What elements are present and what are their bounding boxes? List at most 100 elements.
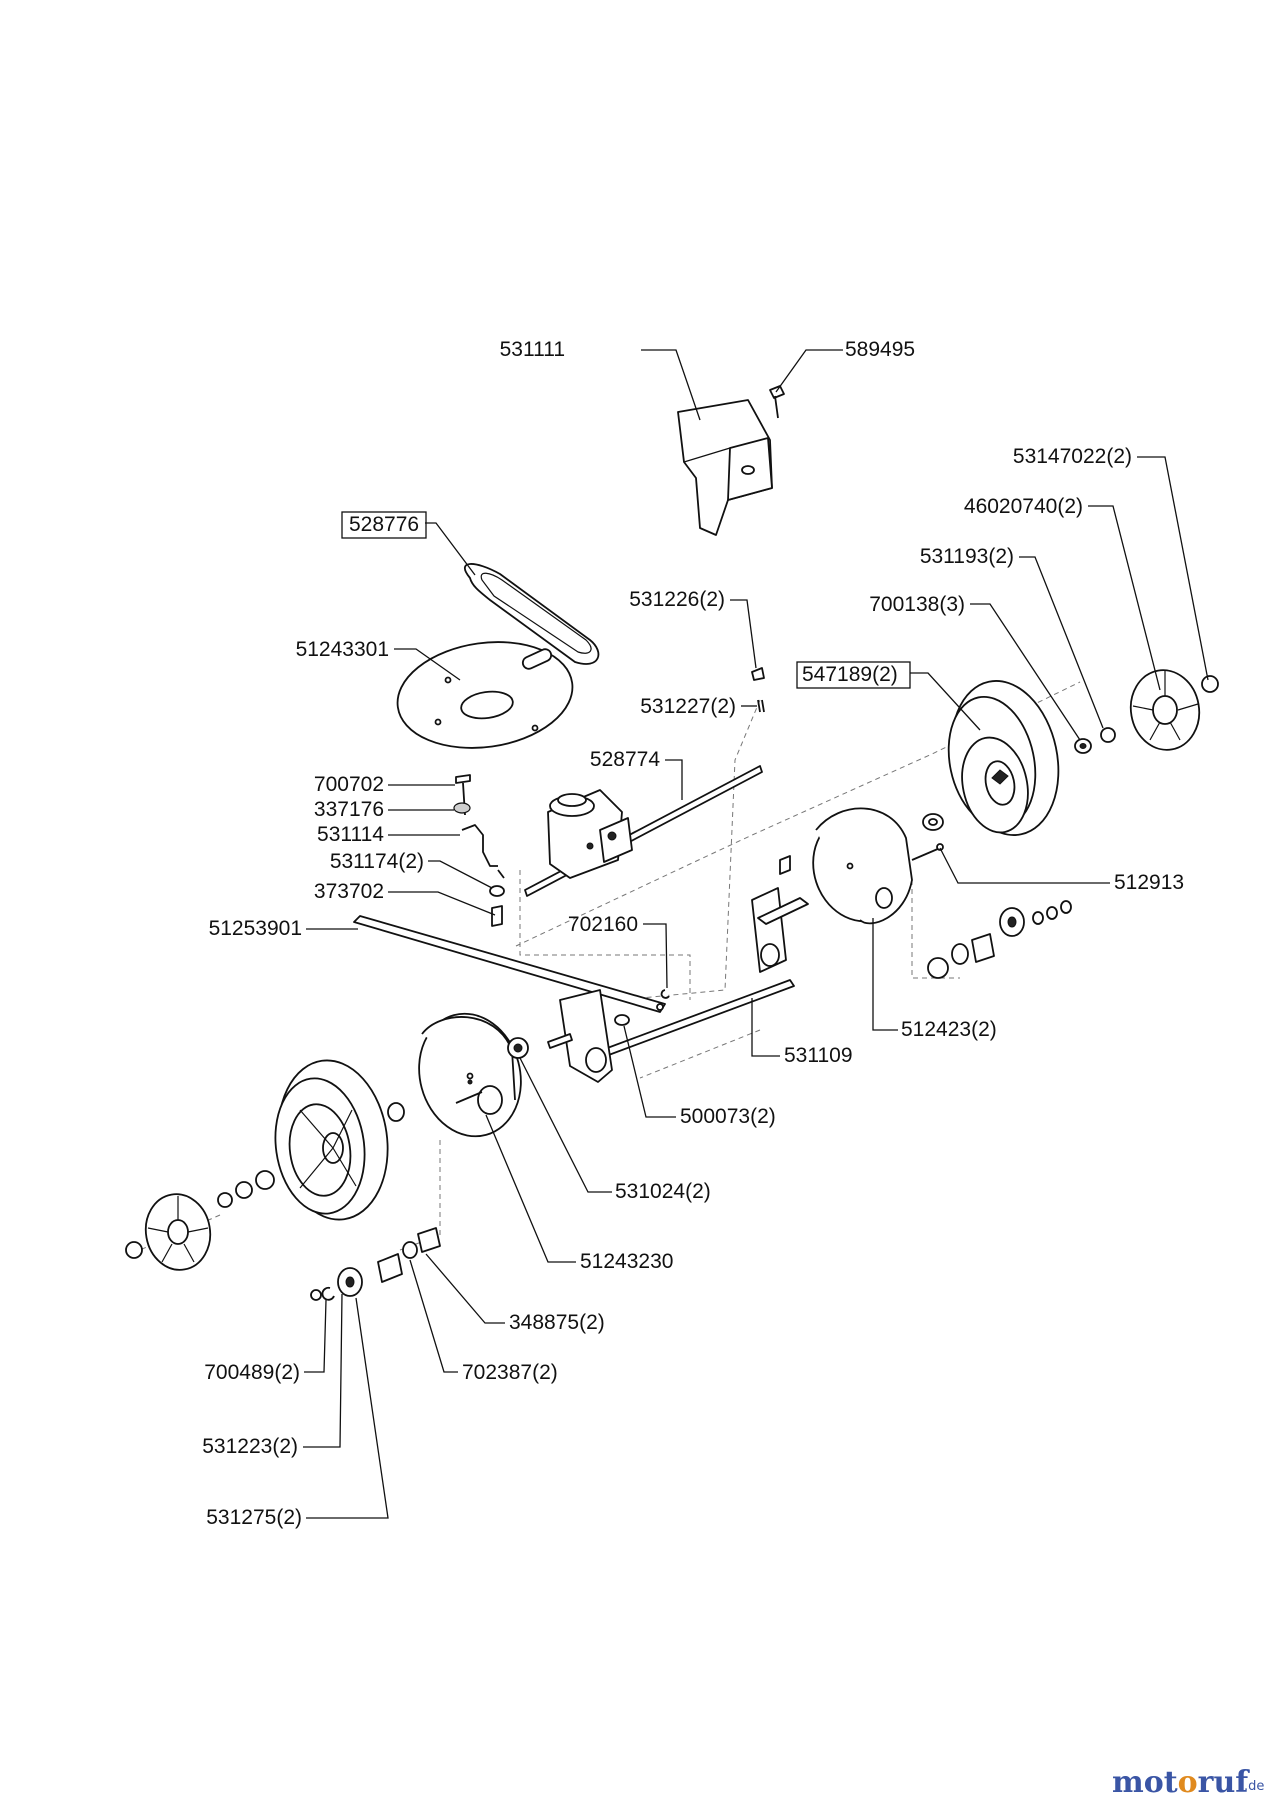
part-number-text: 51243230 — [580, 1250, 673, 1273]
right-wheel-part — [947, 680, 1060, 836]
leader-line — [730, 599, 757, 669]
part-label-528776: 528776 — [341, 511, 476, 576]
leader-line — [304, 1299, 327, 1373]
part-number-text: 531226(2) — [629, 588, 725, 611]
part-label-531109: 531109 — [751, 998, 853, 1067]
part-number-text: 512913 — [1114, 871, 1184, 894]
part-label-3488752: 348875(2) — [425, 1253, 605, 1334]
part-label-7001383: 700138(3) — [869, 593, 1081, 741]
right-wheel-cover-part — [812, 807, 913, 925]
leader-line — [970, 603, 1081, 741]
leader-line — [643, 923, 668, 989]
part-number-text: 373702 — [314, 880, 384, 903]
leader-line — [388, 891, 496, 916]
leader-line — [485, 1114, 576, 1263]
part-label-7023872: 702387(2) — [409, 1259, 558, 1384]
part-label-531111: 531111 — [500, 338, 701, 421]
part-number-labels: 531111 589495 53147022(2) 46020740(2) 528776… — [202, 338, 1209, 1529]
part-label-373702: 373702 — [314, 880, 496, 916]
belt-part — [463, 563, 600, 665]
mounting-hardware-parts — [453, 774, 505, 927]
part-label-51243230: 51243230 — [485, 1114, 673, 1273]
leader-line — [428, 860, 493, 889]
leader-line — [872, 918, 898, 1031]
left-wheel-part — [274, 1059, 405, 1221]
rod-part — [353, 915, 666, 1013]
leader-line — [641, 349, 701, 421]
label-box — [796, 661, 911, 689]
part-label-5311742: 531174(2) — [330, 850, 493, 889]
leader-line — [303, 1293, 343, 1448]
screw-part — [769, 385, 785, 419]
leader-line — [775, 349, 843, 393]
part-label-5312262: 531226(2) — [629, 588, 757, 669]
part-number-text: 531227(2) — [640, 695, 736, 718]
part-label-5312272: 531227(2) — [640, 695, 757, 718]
part-number-text: 531109 — [784, 1044, 853, 1067]
leader-line — [751, 998, 780, 1057]
part-label-702160: 702160 — [568, 913, 668, 989]
part-number-text: 547189(2) — [802, 663, 898, 686]
part-number-text: 528776 — [349, 513, 419, 536]
part-number-text: 51243301 — [296, 638, 389, 661]
left-hubcap-part — [125, 1170, 275, 1271]
clip-parts — [751, 667, 765, 713]
part-label-531470222: 53147022(2) — [1013, 445, 1209, 681]
part-number-text: 702160 — [568, 913, 638, 936]
leader-line — [910, 672, 981, 731]
part-label-5000732: 500073(2) — [623, 1025, 776, 1128]
part-number-text: 531111 — [500, 338, 565, 361]
label-box — [341, 511, 427, 539]
gearbox-axle-part — [524, 765, 763, 897]
right-hubcap-part — [1074, 669, 1219, 754]
part-label-7004892: 700489(2) — [204, 1299, 327, 1384]
part-number-text: 53147022(2) — [1013, 445, 1132, 468]
part-label-700702: 700702 — [314, 773, 455, 796]
part-number-text: 700489(2) — [204, 1361, 300, 1384]
leader-line — [425, 522, 476, 576]
part-number-text: 531193(2) — [920, 545, 1014, 568]
part-number-text: 500073(2) — [680, 1105, 776, 1128]
part-label-51243301: 51243301 — [296, 638, 461, 681]
part-label-460207402: 46020740(2) — [964, 495, 1161, 691]
leader-line — [306, 1297, 389, 1519]
part-label-51253901: 51253901 — [209, 917, 358, 940]
part-number-text: 531114 — [317, 823, 384, 846]
part-number-text: 512423(2) — [901, 1018, 997, 1041]
leader-line — [665, 759, 683, 800]
part-label-512913: 512913 — [939, 847, 1184, 894]
part-number-text: 531024(2) — [615, 1180, 711, 1203]
part-number-text: 531174(2) — [330, 850, 424, 873]
part-label-5311932: 531193(2) — [920, 545, 1104, 729]
left-bearing-part — [507, 1037, 529, 1059]
part-number-text: 46020740(2) — [964, 495, 1083, 518]
part-number-text: 700702 — [314, 773, 384, 796]
drive-plate-part — [396, 641, 574, 749]
svg-text:motoruf: motoruf — [1112, 1765, 1250, 1800]
part-label-5312752: 531275(2) — [206, 1297, 389, 1529]
axle-bracket-part — [547, 855, 809, 1083]
leader-line — [1137, 456, 1209, 681]
part-number-text: 337176 — [314, 798, 384, 821]
leader-line — [394, 648, 461, 681]
part-label-5312232: 531223(2) — [202, 1293, 343, 1458]
right-hardware-parts — [911, 813, 1072, 979]
part-label-528774: 528774 — [590, 748, 683, 800]
motoruf-logo: motoruf .de — [1112, 1765, 1264, 1800]
leader-line — [425, 1253, 505, 1324]
svg-text:.de: .de — [1244, 1779, 1264, 1794]
part-number-text: 348875(2) — [509, 1311, 605, 1334]
part-label-5471892: 547189(2) — [796, 661, 981, 731]
leader-line — [1019, 556, 1104, 729]
leader-line — [519, 1057, 612, 1193]
leader-line — [939, 847, 1110, 884]
left-gear-parts — [310, 1227, 441, 1301]
retaining-clip-part — [660, 989, 670, 999]
part-label-589495: 589495 — [775, 338, 915, 393]
part-label-337176: 337176 — [314, 798, 454, 821]
cover-bracket-part — [677, 399, 773, 536]
part-number-text: 702387(2) — [462, 1361, 558, 1384]
leader-line — [623, 1025, 676, 1118]
